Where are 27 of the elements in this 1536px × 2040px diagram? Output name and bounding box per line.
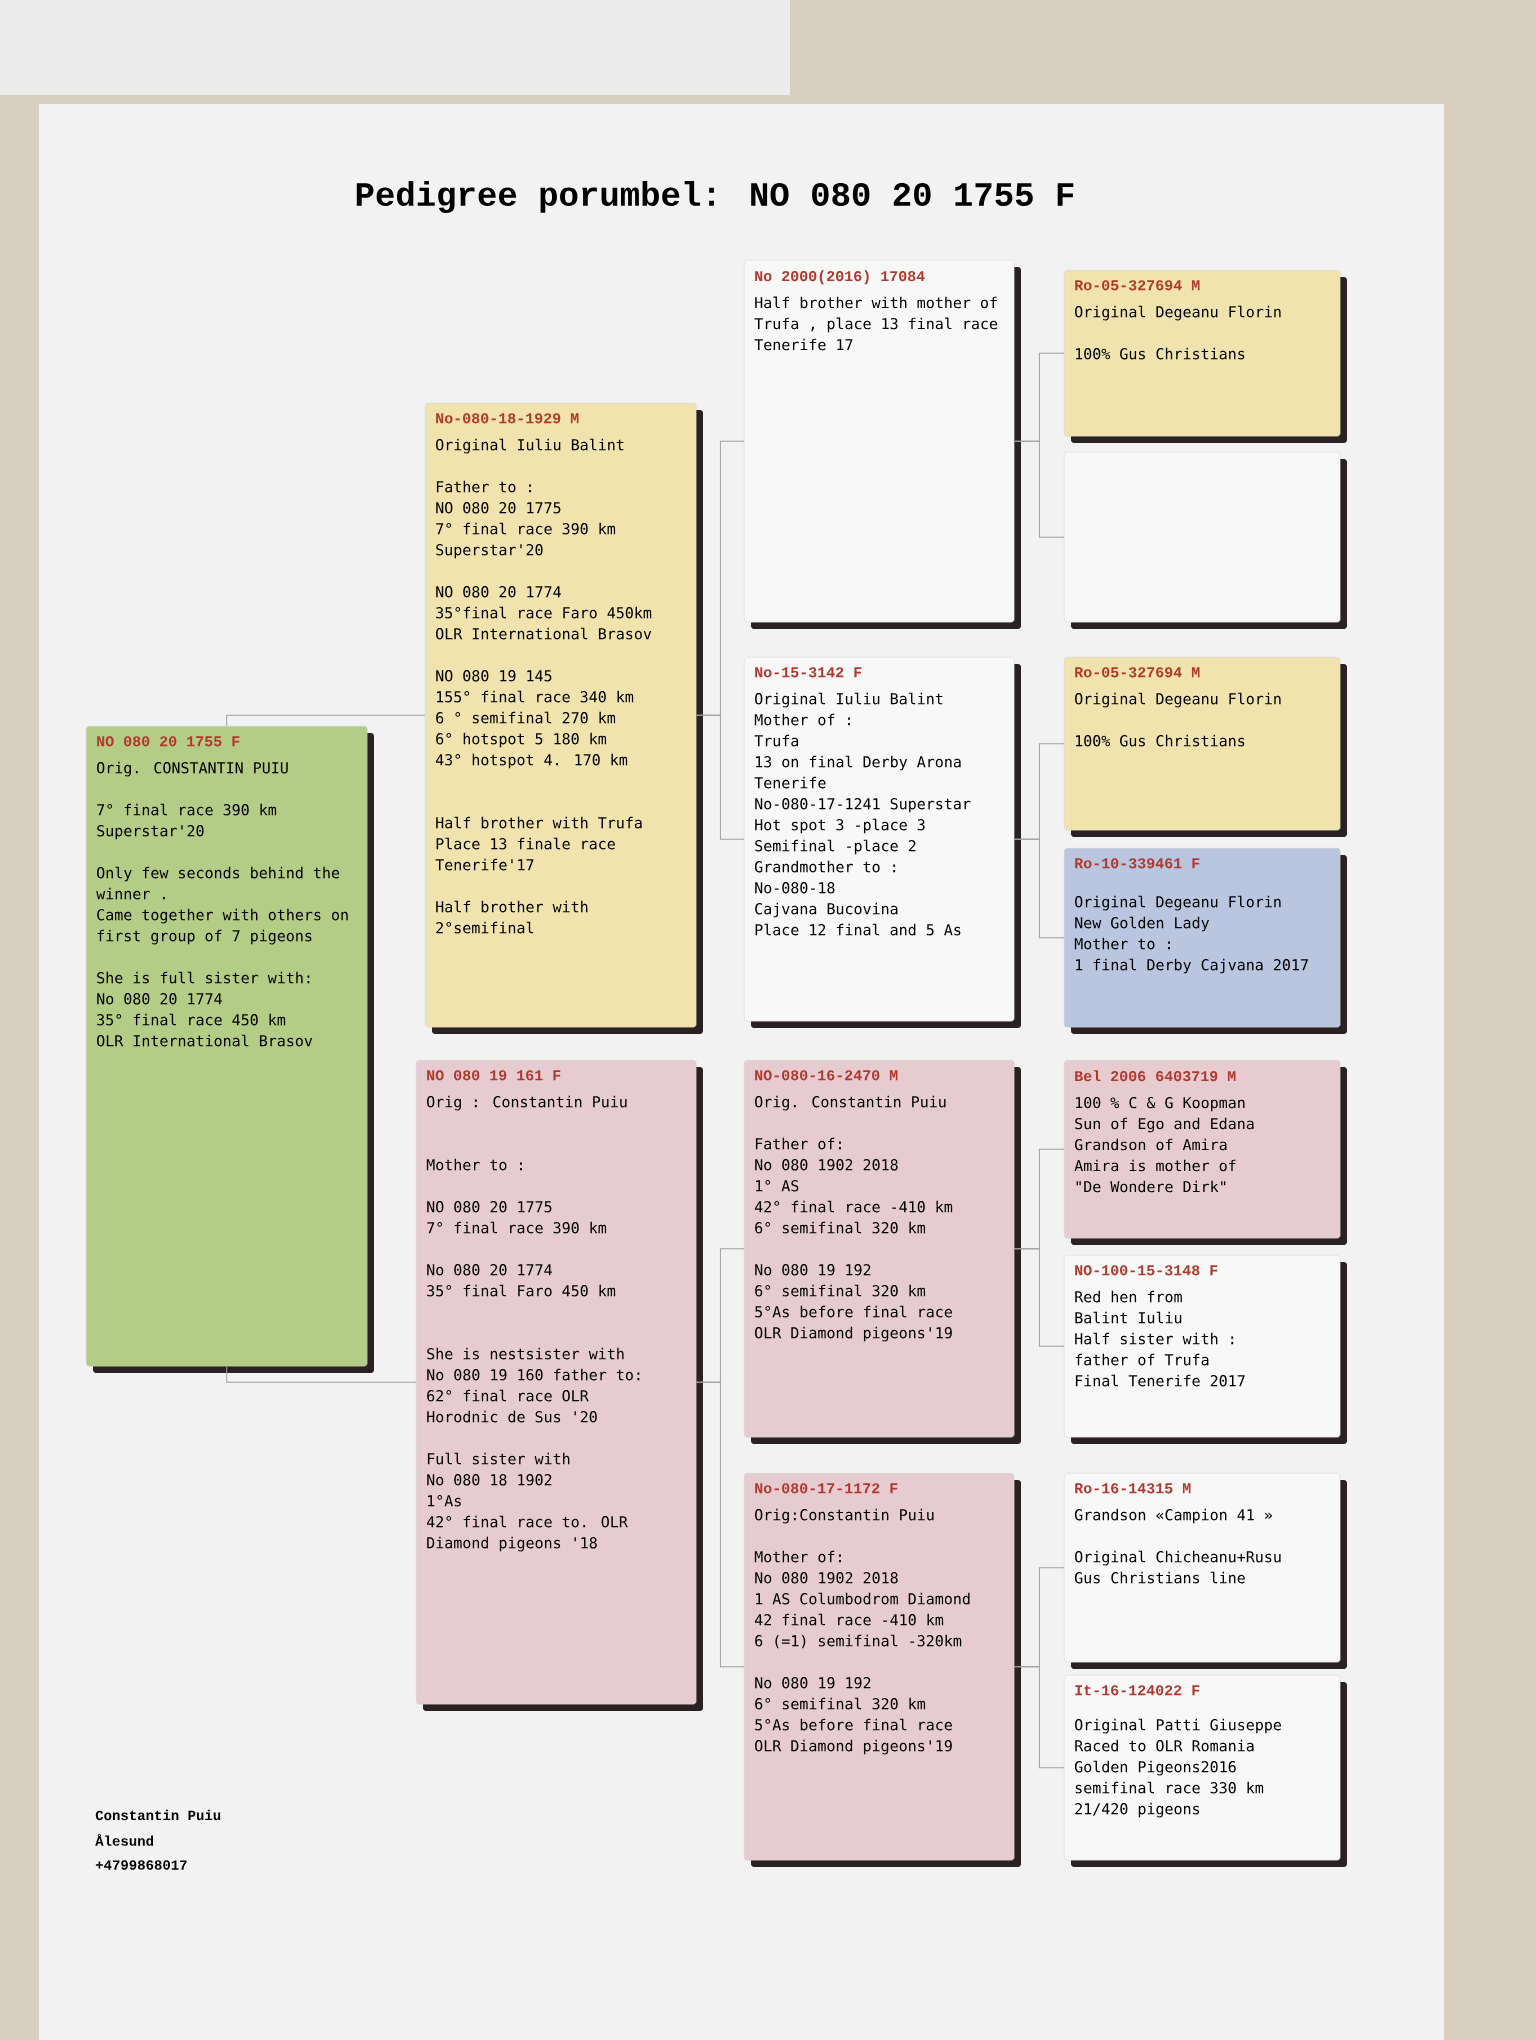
connector-line	[695, 714, 745, 840]
pedigree-card: Bel 2006 6403719 M 100 % C & G Koopman Sun of Ego and Edana Grandson of Amira Amira is mother of "De Wondere Dirk"	[1064, 1060, 1347, 1245]
contact-text: +4799868017	[95, 1860, 187, 1870]
pedigree-card: Ro-16-14315 M Grandson «Campion 41 » Original Chicheanu+Rusu Gus Christians line	[1064, 1473, 1347, 1669]
title: Pedigree porumbel: NO 080 20 1755 F	[356, 181, 1074, 213]
connector-line	[226, 714, 426, 727]
connector-line	[1013, 440, 1065, 538]
pedigree-card: NO 080 19 161 F Orig : Constantin Puiu Mother to : NO 080 20 1775 7° final race 390 km No 080 20 1774 35° final Faro 450 km She is nestsister with No 080 19 160 father to: 62° final race OLR Horodnic de Sus '20 Full sister with No 080 18 1902 1°As 42° final race to. OLR Diamond pigeons '18	[416, 1060, 703, 1711]
pedigree-card: NO-080-16-2470 M Orig. Constantin Puiu Father of: No 080 1902 2018 1° AS 42° final race -410 km 6° semifinal 320 km No 080 19 192 6° semifinal 320 km 5°As before final race OLR Diamond pigeons'19	[744, 1060, 1021, 1444]
pedigree-card: No-15-3142 F Original Iuliu Balint Mother of : Trufa 13 on final Derby Arona Tenerife No-080-17-1241 Superstar Hot spot 3 -place 3 Semifinal -place 2 Grandmother to : No-080-18 Cajvana Bucovina Place 12 final and 5 As	[744, 657, 1021, 1028]
contact-text: Ålesund	[95, 1834, 154, 1846]
pedigree-card: No-080-18-1929 M Original Iuliu Balint Father to : NO 080 20 1775 7° final race 390 km Superstar'20 NO 080 20 1774 35°final race Faro 450km OLR International Brasov NO 080 19 145 155° final race 340 km 6 ° semifinal 270 km 6° hotspot 5 180 km 43° hotspot 4. 170 km Half brother with Trufa Place 13 finale race Tenerife'17 Half brother with 2°semifinal	[425, 403, 703, 1034]
connector-line	[1013, 1248, 1065, 1347]
connector-line	[226, 1365, 417, 1383]
pedigree-card: NO-100-15-3148 F Red hen from Balint Iuliu Half sister with : father of Trufa Final Tenerife 2017	[1064, 1255, 1347, 1444]
pedigree-card: No-080-17-1172 F Orig:Constantin Puiu Mother of: No 080 1902 2018 1 AS Columbodrom Diamond 42 final race -410 km 6 (=1) semifinal -320km No 080 19 192 6° semifinal 320 km 5°As before final race OLR Diamond pigeons'19	[744, 1473, 1021, 1867]
pedigree-card: No 2000(2016) 17084 Half brother with mother of Trufa , place 13 final race Tenerife 17	[744, 260, 1021, 629]
contact-text: Constantin Puiu	[95, 1809, 221, 1821]
connector-line	[1013, 1666, 1065, 1769]
pedigree-card: Ro-05-327694 M Original Degeanu Florin 100% Gus Christians	[1064, 657, 1347, 837]
pedigree-card: Ro-10-339461 F Original Degeanu Florin New Golden Lady Mother to : 1 final Derby Cajvana 2017	[1064, 848, 1347, 1034]
connector-line	[695, 1381, 745, 1668]
connector-line	[1013, 838, 1065, 939]
pedigree-card: NO 080 20 1755 F Orig. CONSTANTIN PUIU 7° final race 390 km Superstar'20 Only few seconds behind the winner . Came together with others on first group of 7 pigeons She is full sister with: No 080 20 1774 35° final race 450 km OLR International Brasov	[86, 726, 374, 1373]
pedigree-card: It-16-124022 F Original Patti Giuseppe Raced to OLR Romania Golden Pigeons2016 semifinal race 330 km 21/420 pigeons	[1064, 1675, 1347, 1867]
pedigree-card: Ro-05-327694 M Original Degeanu Florin 100% Gus Christians	[1064, 270, 1347, 443]
empty-card	[1064, 452, 1347, 629]
